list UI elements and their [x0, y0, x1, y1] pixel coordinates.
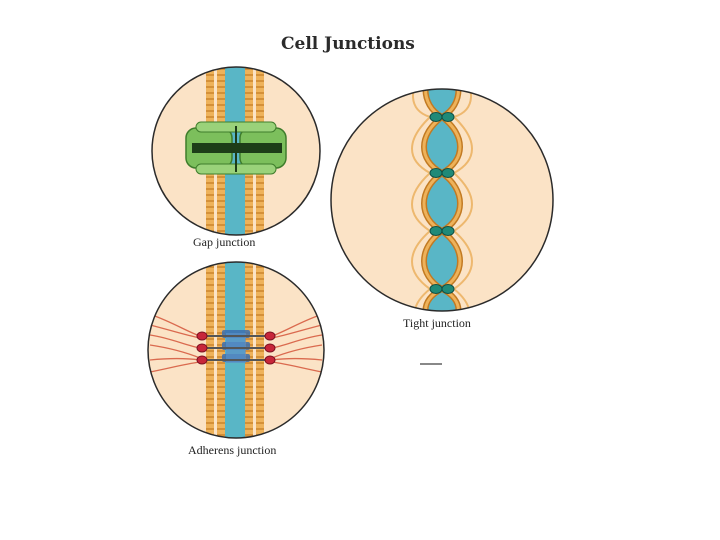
title-text: Cell Junctions — [281, 34, 415, 54]
adherens-junction-caption: Adherens junction — [188, 443, 277, 457]
divider-mark — [420, 363, 442, 365]
tight-junction-caption: Tight junction — [403, 316, 471, 330]
cadherin-mesh — [222, 330, 250, 363]
gap-connexon — [185, 121, 287, 175]
adherens-junction-panel — [147, 261, 325, 439]
tight-junction-panel — [330, 88, 554, 312]
tight-junction-proteins — [429, 112, 455, 294]
gap-junction-panel — [151, 66, 321, 236]
actin-filaments — [149, 314, 323, 373]
adherens-plaque-proteins — [196, 331, 276, 365]
gap-junction-caption: Gap junction — [193, 235, 256, 249]
